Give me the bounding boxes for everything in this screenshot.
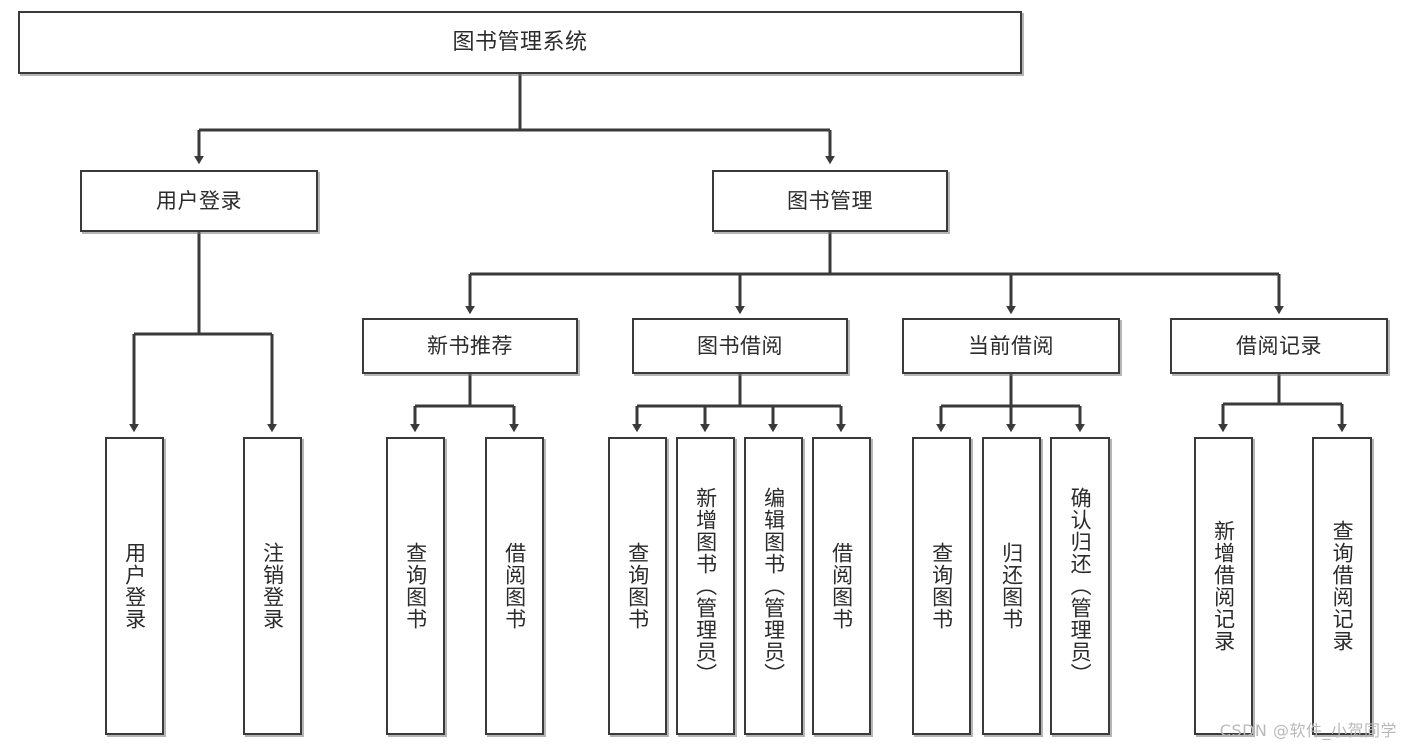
leaf-book-borrow-edit[interactable]: 编辑图书（管理员） [744, 437, 803, 735]
leaf-book-borrow-borrow[interactable]: 借阅图书 [812, 437, 871, 735]
leaf-current-borrow-confirm-return[interactable]: 确认归还（管理员） [1050, 437, 1110, 735]
leaf-borrow-record-add[interactable]: 新增借阅记录 [1194, 437, 1253, 735]
leaf-label: 查询图书 [929, 542, 954, 630]
leaf-user-login-signout[interactable]: 注销登录 [243, 437, 302, 735]
leaf-label: 注销登录 [260, 542, 285, 630]
leaf-label: 用户登录 [122, 542, 147, 630]
watermark-text: CSDN @软件_小贺同学 [1219, 721, 1397, 740]
leaf-label: 借阅图书 [829, 542, 854, 630]
node-book-borrow[interactable]: 图书借阅 [632, 318, 848, 374]
node-new-book-recommend-label: 新书推荐 [427, 333, 513, 358]
leaf-label: 确认归还（管理员） [1068, 487, 1093, 685]
node-user-login-label: 用户登录 [156, 188, 242, 213]
leaf-label: 查询图书 [625, 542, 650, 630]
leaf-user-login-signin[interactable]: 用户登录 [105, 437, 164, 735]
node-borrow-record-label: 借阅记录 [1236, 333, 1322, 358]
node-current-borrow[interactable]: 当前借阅 [902, 318, 1120, 374]
leaf-book-borrow-add[interactable]: 新增图书（管理员） [676, 437, 735, 735]
leaf-label: 查询图书 [403, 542, 428, 630]
leaf-borrow-record-query[interactable]: 查询借阅记录 [1312, 437, 1372, 735]
node-root-label: 图书管理系统 [452, 29, 588, 55]
leaf-label: 编辑图书（管理员） [761, 487, 786, 685]
leaf-label: 新增图书（管理员） [693, 487, 718, 685]
node-new-book-recommend[interactable]: 新书推荐 [362, 318, 578, 374]
node-current-borrow-label: 当前借阅 [968, 333, 1054, 358]
node-book-borrow-label: 图书借阅 [697, 333, 783, 358]
leaf-label: 新增借阅记录 [1211, 520, 1236, 652]
node-book-management[interactable]: 图书管理 [712, 170, 948, 232]
node-user-login[interactable]: 用户登录 [80, 170, 318, 232]
leaf-new-book-borrow[interactable]: 借阅图书 [485, 437, 544, 735]
node-borrow-record[interactable]: 借阅记录 [1170, 318, 1388, 374]
leaf-new-book-query[interactable]: 查询图书 [386, 437, 445, 735]
leaf-label: 借阅图书 [502, 542, 527, 630]
leaf-current-borrow-return[interactable]: 归还图书 [982, 437, 1041, 735]
leaf-current-borrow-query[interactable]: 查询图书 [912, 437, 971, 735]
leaf-label: 查询借阅记录 [1330, 520, 1355, 652]
node-root[interactable]: 图书管理系统 [18, 11, 1022, 74]
node-book-management-label: 图书管理 [787, 188, 873, 213]
leaf-label: 归还图书 [999, 542, 1024, 630]
leaf-book-borrow-query[interactable]: 查询图书 [608, 437, 667, 735]
